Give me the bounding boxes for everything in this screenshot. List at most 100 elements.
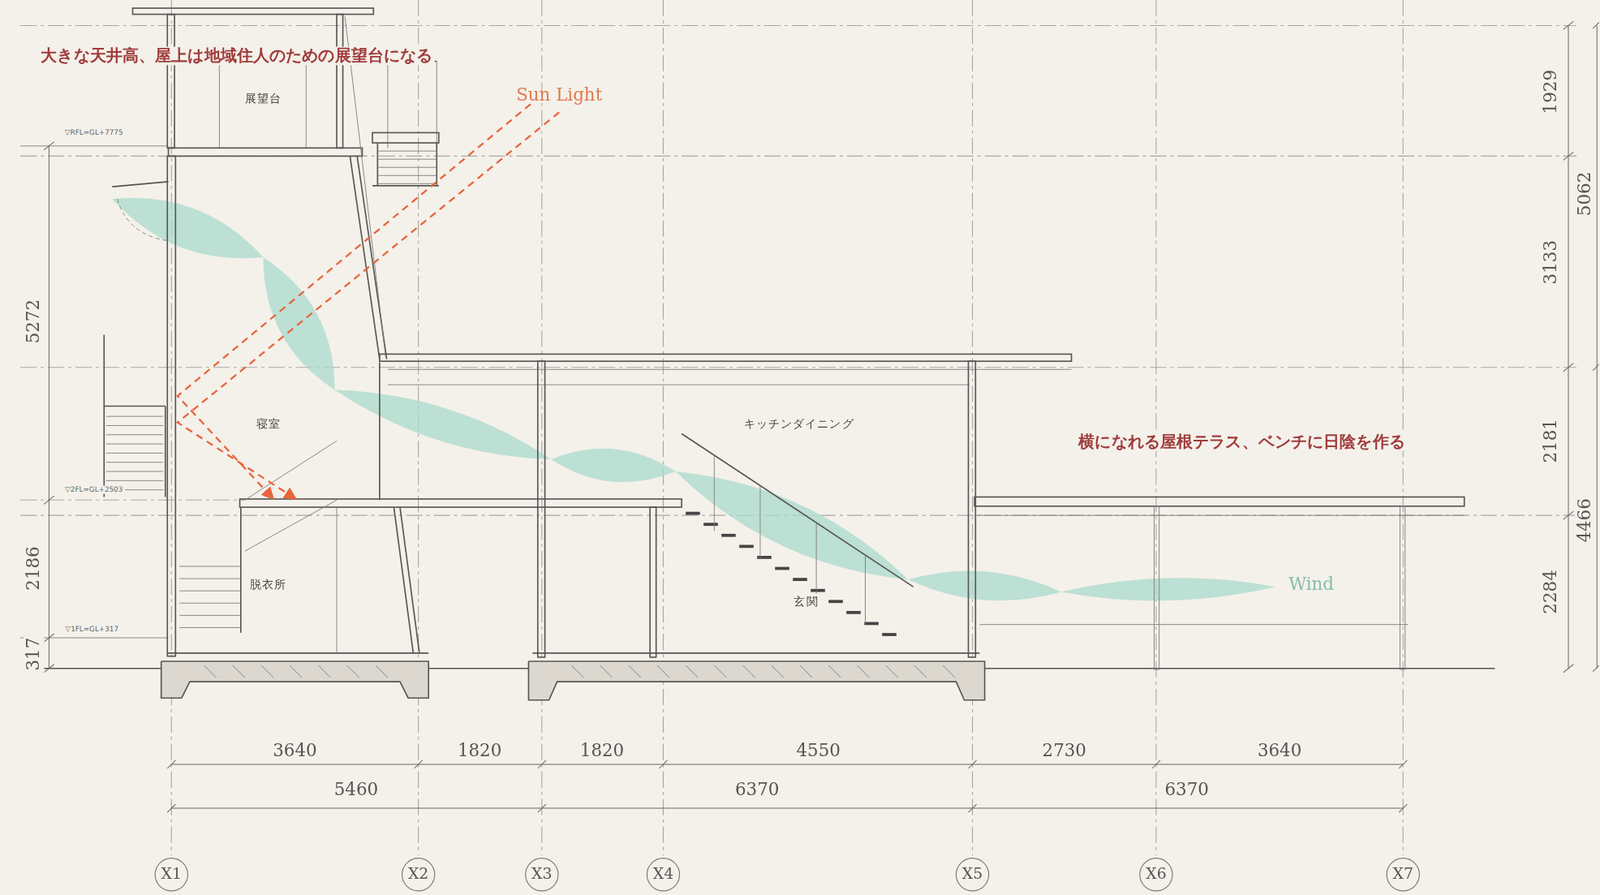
dimension: 2730 xyxy=(1040,740,1089,762)
dimension-tick xyxy=(43,664,55,673)
dimension: 6370 xyxy=(732,779,781,800)
dimension: 2186 xyxy=(23,544,44,593)
foundation-hatch xyxy=(856,665,869,678)
foundation-hatch xyxy=(713,665,727,678)
grid-line xyxy=(541,0,542,856)
foundation-hatch xyxy=(600,665,613,678)
handrail-post xyxy=(864,554,866,624)
dimension-tick xyxy=(43,495,55,504)
dimension: 4550 xyxy=(794,740,843,762)
stair-tread xyxy=(106,461,164,463)
stair-tread xyxy=(377,150,437,152)
roof-slab xyxy=(132,8,374,15)
handrail xyxy=(681,434,913,588)
dimension-line xyxy=(1596,25,1598,668)
design-note: 大きな天井高、屋上は地域住人のための展望台になる xyxy=(38,47,435,66)
stair-tread xyxy=(179,602,241,604)
dimension-tick xyxy=(1563,511,1575,520)
window-awning xyxy=(111,181,168,187)
floor-slab xyxy=(240,498,683,508)
sunlight-ray xyxy=(177,111,560,499)
grid-line xyxy=(171,0,173,856)
stair-tread xyxy=(179,590,241,592)
railing-bar xyxy=(305,60,307,148)
axis-circle xyxy=(1139,858,1173,891)
dimension-tick xyxy=(167,804,176,813)
dimension: 5062 xyxy=(1574,169,1596,218)
roof-slab xyxy=(379,353,1072,362)
slanted-column xyxy=(400,507,420,654)
post xyxy=(167,14,175,149)
axis-circle xyxy=(955,858,989,891)
dimension-tick xyxy=(1592,364,1600,371)
foundation-hatch xyxy=(289,665,302,678)
dimension-tick xyxy=(414,760,423,769)
handrail-post xyxy=(713,455,715,531)
room-name: 脱衣所 xyxy=(248,577,289,592)
terrace-line xyxy=(974,515,1465,517)
stair-stringer xyxy=(240,507,242,633)
axis-circle xyxy=(402,858,435,891)
stair-tread xyxy=(106,480,164,482)
foundation-hatch xyxy=(261,665,274,678)
stair-tread xyxy=(703,522,719,526)
stair-post xyxy=(103,335,105,498)
foundation-hatch xyxy=(375,665,388,678)
stair-tread xyxy=(179,565,241,567)
ceiling-line xyxy=(387,384,970,386)
floor-slab xyxy=(532,652,980,654)
dimension: 5460 xyxy=(331,779,380,800)
column xyxy=(537,361,546,658)
stair-tread xyxy=(846,610,861,615)
foundation-hatch xyxy=(771,665,784,678)
dimension-line xyxy=(171,808,1403,809)
stair-tread xyxy=(106,425,164,426)
foundation-hatch xyxy=(800,665,813,678)
level-line xyxy=(20,499,246,501)
foundation-hatch xyxy=(828,665,841,678)
dimension-tick xyxy=(1563,151,1575,160)
dimension-tick xyxy=(537,760,547,769)
stair-tread xyxy=(179,578,241,580)
dimension: 1820 xyxy=(455,740,504,762)
grid-line xyxy=(1402,0,1404,856)
column xyxy=(968,361,977,658)
dimension-tick xyxy=(968,760,977,769)
terrace-roof xyxy=(974,496,1465,506)
dimension: 3133 xyxy=(1540,237,1562,286)
dimension-tick xyxy=(1592,665,1600,672)
foundation xyxy=(528,661,985,701)
floor-slab xyxy=(167,652,429,654)
dimension-tick xyxy=(1563,363,1575,372)
stair-tread xyxy=(377,159,437,160)
axis-label: X4 xyxy=(650,865,676,884)
wind-ribbon xyxy=(335,389,552,460)
stair-tread xyxy=(881,632,897,637)
dimension: 2181 xyxy=(1540,417,1562,465)
dimension-tick xyxy=(1398,760,1407,769)
dimension: 4466 xyxy=(1574,496,1596,545)
room-name: 展望台 xyxy=(242,92,284,107)
axis-circle xyxy=(154,858,188,891)
railing-bar xyxy=(387,60,388,148)
window-swing xyxy=(117,198,169,241)
stair-rail xyxy=(103,405,165,408)
wind-ribbon xyxy=(111,197,263,259)
terrace-post xyxy=(1400,506,1406,670)
stair-post xyxy=(164,406,167,498)
railing-bar xyxy=(436,60,438,148)
grid-line xyxy=(662,0,664,856)
foundation-hatch xyxy=(942,665,955,678)
stair-tread xyxy=(864,622,879,626)
stair-tread xyxy=(106,452,164,454)
level-mark: ▽2FL=GL+2503 xyxy=(63,486,125,495)
handrail-post xyxy=(816,522,818,594)
stair-tread xyxy=(377,175,437,177)
stair-tread xyxy=(106,471,164,473)
foundation-hatch xyxy=(571,665,584,678)
sloped-line xyxy=(344,16,386,357)
level-line xyxy=(20,145,168,147)
dimension: 1820 xyxy=(577,740,626,762)
railing-bar xyxy=(219,60,220,148)
section-drawing xyxy=(20,0,1600,891)
